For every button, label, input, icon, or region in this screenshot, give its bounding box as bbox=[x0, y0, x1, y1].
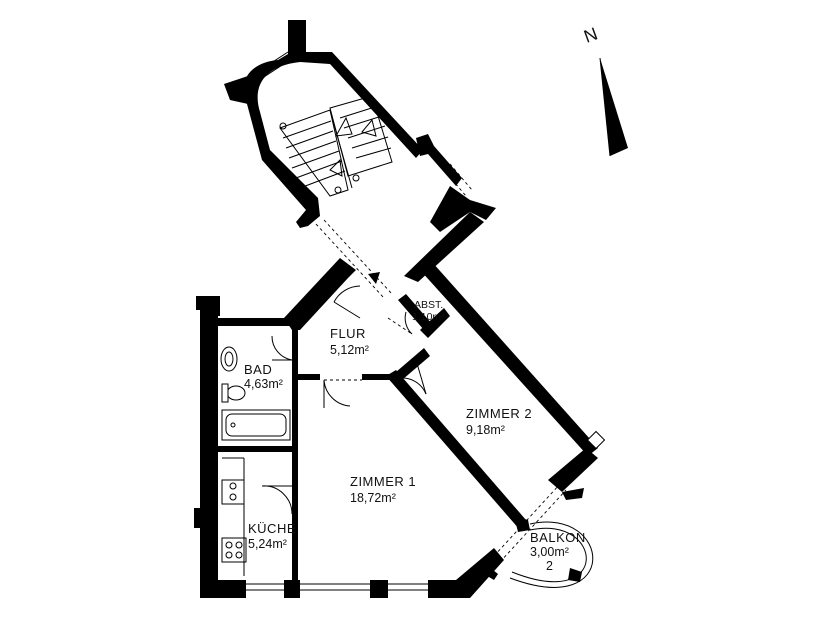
room-name-zimmer2: ZIMMER 2 bbox=[466, 406, 532, 421]
room-name-flur: FLUR bbox=[330, 326, 366, 341]
room-name-bad: BAD bbox=[244, 362, 272, 377]
kitchen-fixtures bbox=[221, 457, 247, 576]
room-name-abst: ABST. bbox=[414, 299, 443, 311]
room-area-kueche: 5,24m² bbox=[248, 537, 287, 551]
room-name-kueche: KÜCHE bbox=[248, 521, 296, 536]
toilet-icon bbox=[226, 385, 246, 401]
north-arrow-icon bbox=[600, 58, 628, 156]
room-area-zimmer1: 18,72m² bbox=[350, 491, 396, 505]
room-area-bad: 4,63m² bbox=[244, 377, 283, 391]
stairwell bbox=[224, 20, 496, 299]
room-name-balkon: BALKON bbox=[530, 530, 586, 545]
room-area-flur: 5,12m² bbox=[330, 343, 369, 357]
apartment-walls bbox=[194, 258, 606, 598]
compass: N bbox=[581, 24, 628, 157]
room-labels: FLUR 5,12m² ABST. 1,10m² BAD 4,63m² ZIMM… bbox=[244, 299, 586, 573]
room-number-balkon: 2 bbox=[546, 559, 553, 573]
balcony bbox=[493, 483, 594, 588]
room-area-abst: 1,10m² bbox=[412, 311, 445, 323]
bathroom-fixtures bbox=[220, 346, 291, 441]
stove-icon bbox=[221, 537, 247, 563]
room-area-zimmer2: 9,18m² bbox=[466, 423, 505, 437]
room-name-zimmer1: ZIMMER 1 bbox=[350, 474, 416, 489]
doors bbox=[261, 285, 427, 515]
compass-label: N bbox=[581, 24, 600, 47]
stair-flights bbox=[279, 95, 393, 197]
room-area-balkon: 3,00m² bbox=[530, 545, 569, 559]
